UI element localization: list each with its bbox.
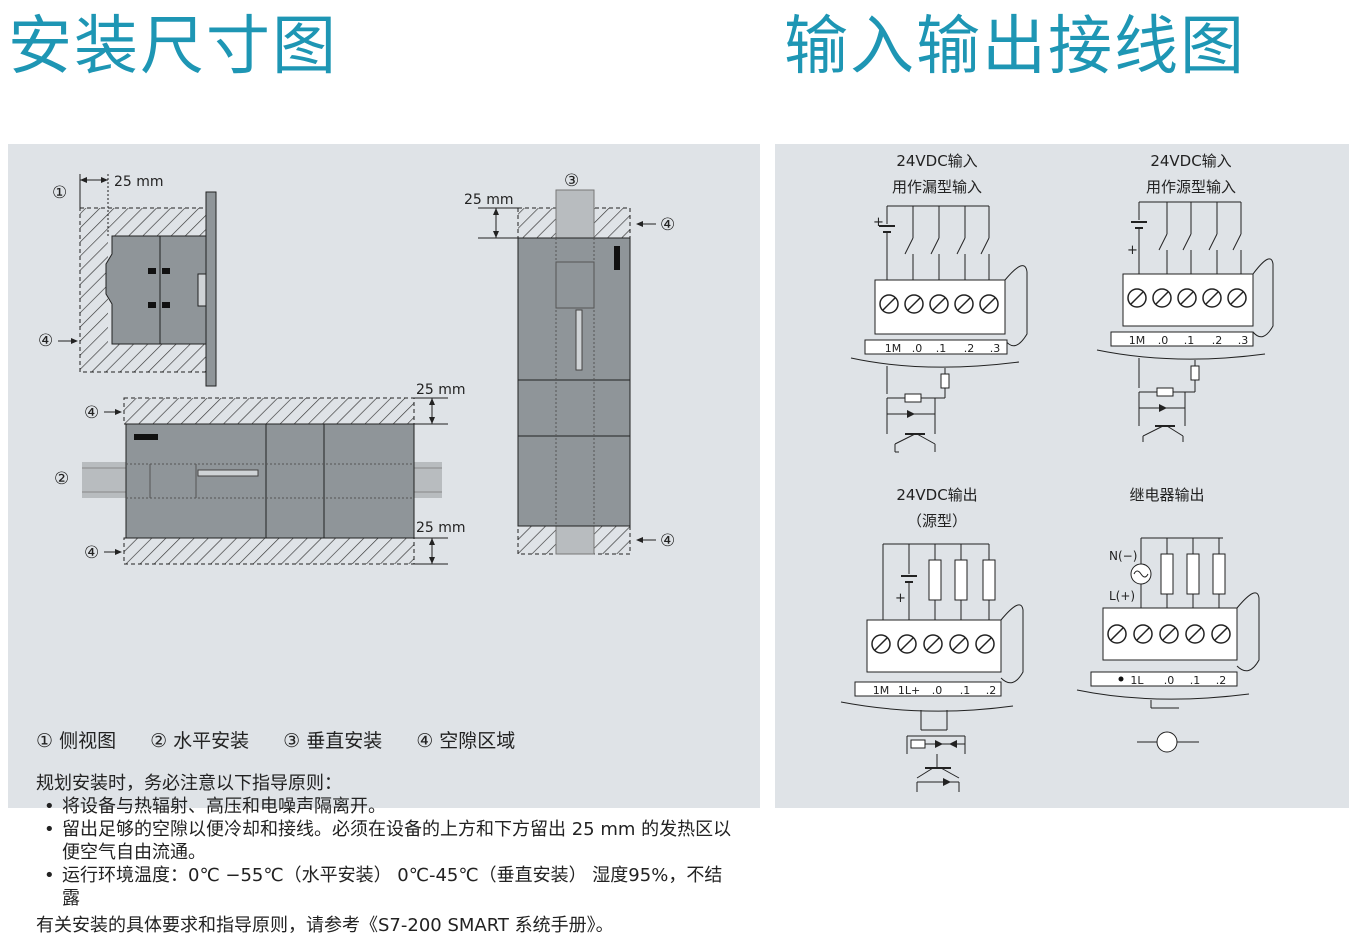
side-dim-label: 25 mm: [114, 174, 164, 190]
guide-item: 运行环境温度：0℃ −55℃（水平安装） 0℃-45℃（垂直安装） 湿度95%，…: [44, 864, 736, 910]
relay-output-diagram: 继电器输出 N(−) L(+) 1L .0 .1 .2: [1076, 486, 1260, 753]
legend-vertical: ③ 垂直安装: [283, 730, 383, 752]
relay-l-label: L(+): [1109, 589, 1135, 603]
source-input-title-2: 用作源型输入: [1146, 178, 1236, 196]
sink-input-term-1M: 1M: [885, 342, 902, 355]
dc-output-diagram: 24VDC输出 （源型） + 1M 1L+ .0 .1 .2: [840, 486, 1024, 792]
callout-4-horiz-top: ④: [84, 403, 99, 423]
side-view: 25 mm ① ④: [38, 174, 217, 387]
dc-output-title-2: （源型）: [907, 512, 967, 530]
source-input-term-2: .2: [1212, 334, 1223, 347]
mounting-panel: 25 mm ① ④ 25 mm 25 mm: [8, 144, 760, 936]
wiring-panel: 24VDC输入 用作漏型输入 + 1M .0 .1 .2 .3: [775, 144, 1349, 808]
dc-output-term-2: .2: [986, 684, 997, 697]
relay-term-1: .1: [1190, 674, 1201, 687]
callout-4-vert-bottom: ④: [660, 531, 675, 551]
mounting-drawing: 25 mm ① ④ 25 mm 25 mm: [38, 171, 675, 565]
relay-term-0: .0: [1164, 674, 1175, 687]
callout-4-horiz-bottom: ④: [84, 543, 99, 563]
mounting-guidelines: 规划安装时，务必注意以下指导原则： 将设备与热辐射、高压和电噪声隔离开。 留出足…: [36, 772, 736, 937]
guide-list: 将设备与热辐射、高压和电噪声隔离开。 留出足够的空隙以便冷却和接线。必须在设备的…: [36, 795, 736, 910]
guide-item: 将设备与热辐射、高压和电噪声隔离开。: [44, 795, 736, 818]
wiring-drawing: 24VDC输入 用作漏型输入 + 1M .0 .1 .2 .3: [840, 152, 1274, 792]
sink-input-term-3: .3: [990, 342, 1001, 355]
sink-input-term-1: .1: [936, 342, 947, 355]
horiz-dim-top: 25 mm: [416, 382, 466, 398]
sink-input-term-2: .2: [964, 342, 975, 355]
relay-term-2: .2: [1216, 674, 1227, 687]
legend-clearance: ④ 空隙区域: [416, 730, 516, 752]
wiring-title: 输入输出接线图: [784, 10, 1246, 84]
dc-output-term-1L: 1L+: [898, 684, 920, 697]
callout-2: ②: [54, 469, 69, 489]
vertical-mount: 25 mm ③ ④ ④: [464, 171, 675, 555]
legend-side-view: ① 侧视图: [36, 730, 117, 752]
source-input-diagram: 24VDC输入 用作源型输入 + 1M .0 .1 .2 .3: [1096, 152, 1274, 442]
source-input-term-3: .3: [1238, 334, 1249, 347]
callout-3: ③: [564, 171, 579, 191]
source-input-plus: +: [1127, 243, 1138, 258]
callout-4-side: ④: [38, 331, 53, 351]
dc-output-plus: +: [895, 591, 906, 606]
callout-4-vert-top: ④: [660, 215, 675, 235]
callout-1: ①: [52, 183, 67, 203]
dc-output-title-1: 24VDC输出: [896, 486, 977, 504]
guide-footer: 有关安装的具体要求和指导原则，请参考《S7-200 SMART 系统手册》。: [36, 915, 614, 936]
vert-dim-label: 25 mm: [464, 192, 514, 208]
sink-input-title-1: 24VDC输入: [896, 152, 977, 170]
dc-output-term-1M: 1M: [873, 684, 890, 697]
sink-input-term-0: .0: [912, 342, 923, 355]
relay-term-1L: 1L: [1130, 674, 1144, 687]
guide-heading: 规划安装时，务必注意以下指导原则：: [36, 773, 342, 794]
source-input-term-1: .1: [1184, 334, 1195, 347]
guide-item: 留出足够的空隙以便冷却和接线。必须在设备的上方和下方留出 25 mm 的发热区以…: [44, 818, 736, 864]
dc-output-term-0: .0: [932, 684, 943, 697]
source-input-title-1: 24VDC输入: [1150, 152, 1231, 170]
source-input-term-0: .0: [1158, 334, 1169, 347]
sink-input-title-2: 用作漏型输入: [892, 178, 982, 196]
horiz-dim-bottom: 25 mm: [416, 520, 466, 536]
sink-input-diagram: 24VDC输入 用作漏型输入 + 1M .0 .1 .2 .3: [850, 152, 1028, 453]
source-input-term-1M: 1M: [1129, 334, 1146, 347]
mounting-title: 安装尺寸图: [8, 10, 338, 84]
legend-horizontal: ② 水平安装: [150, 730, 250, 752]
horizontal-mount: 25 mm 25 mm ④ ② ④: [54, 382, 466, 565]
dc-output-term-1: .1: [960, 684, 971, 697]
relay-output-title: 继电器输出: [1129, 486, 1204, 504]
relay-n-label: N(−): [1109, 549, 1137, 563]
sink-input-plus: +: [873, 215, 884, 230]
mounting-legend: ① 侧视图 ② 水平安装 ③ 垂直安装 ④ 空隙区域: [36, 726, 549, 753]
